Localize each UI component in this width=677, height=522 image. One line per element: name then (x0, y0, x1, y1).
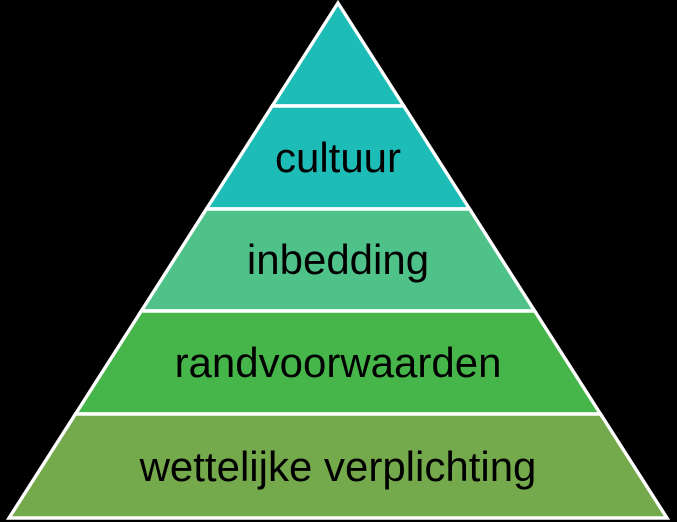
pyramid-level-5-shape (5, 412, 671, 520)
pyramid-level-5-label: wettelijke verplichting (139, 443, 537, 490)
pyramid-level-1-shape (269, 0, 407, 108)
pyramid-level-3-label: inbedding (247, 236, 429, 283)
pyramid-level-4-label: randvoorwaarden (175, 339, 502, 386)
pyramid-level-2-label: cultuur (275, 134, 401, 181)
